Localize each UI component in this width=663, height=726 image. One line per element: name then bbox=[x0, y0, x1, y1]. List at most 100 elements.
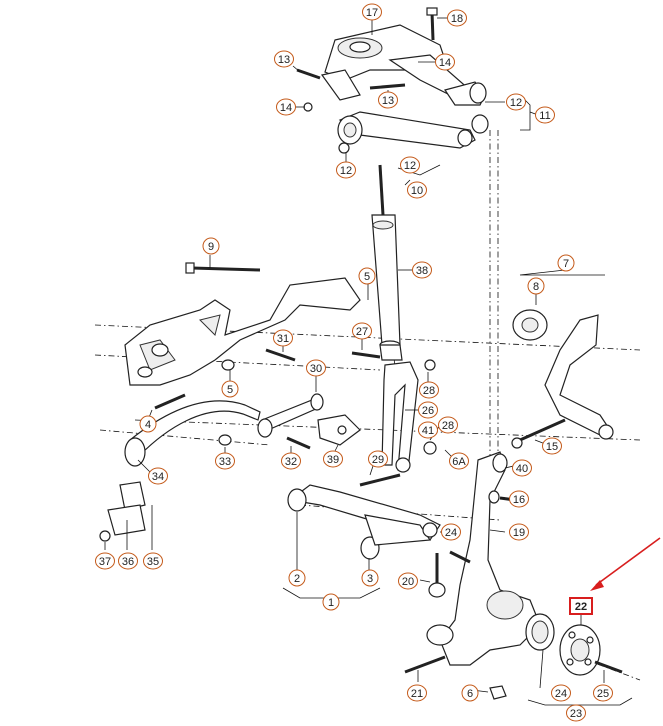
callout-number: 25 bbox=[597, 688, 609, 700]
callout-number: 37 bbox=[99, 556, 111, 568]
shock-absorber bbox=[371, 164, 403, 361]
callout-number: 34 bbox=[152, 471, 164, 483]
callout-35: 35 bbox=[143, 552, 163, 570]
callout-25: 25 bbox=[593, 684, 613, 702]
callout-badge bbox=[322, 593, 340, 611]
callout-badge bbox=[557, 254, 575, 272]
callout-badge bbox=[449, 452, 469, 470]
callout-badge bbox=[368, 450, 388, 468]
wheel-bearing-housing bbox=[426, 451, 541, 666]
callout-badge bbox=[438, 416, 458, 434]
callout-34: 34 bbox=[148, 467, 168, 485]
callout-badge bbox=[461, 684, 479, 702]
callout-number: 16 bbox=[513, 494, 525, 506]
callout-17: 17 bbox=[362, 3, 382, 21]
callout-badge bbox=[378, 91, 398, 109]
callout-number: 17 bbox=[366, 7, 378, 19]
callout-14a: 14 bbox=[435, 53, 455, 71]
callout-badge bbox=[118, 552, 138, 570]
callout-20: 20 bbox=[398, 572, 418, 590]
callout-number: 27 bbox=[356, 326, 368, 338]
callout-number: 19 bbox=[513, 527, 525, 539]
callout-12c: 12 bbox=[400, 156, 420, 174]
callout-number: 12 bbox=[340, 165, 352, 177]
upper-control-arms bbox=[337, 81, 489, 154]
callout-18: 18 bbox=[447, 9, 467, 27]
callout-number: 40 bbox=[516, 463, 528, 475]
callout-number: 38 bbox=[416, 265, 428, 277]
callout-14b: 14 bbox=[276, 98, 296, 116]
callout-number: 14 bbox=[280, 102, 292, 114]
callout-badge bbox=[418, 421, 438, 439]
anti-roll-bar bbox=[107, 400, 261, 536]
callout-number: 12 bbox=[510, 97, 522, 109]
callout-number: 31 bbox=[277, 333, 289, 345]
callout-badge bbox=[418, 401, 438, 419]
callout-badge bbox=[323, 450, 343, 468]
highlight-arrow bbox=[590, 537, 661, 591]
callout-badge bbox=[288, 569, 306, 587]
callout-number: 7 bbox=[563, 258, 569, 270]
callout-number: 36 bbox=[122, 556, 134, 568]
callout-number: 29 bbox=[372, 454, 384, 466]
callout-number: 2 bbox=[294, 573, 300, 585]
coupling-rod bbox=[257, 393, 361, 446]
callout-9: 9 bbox=[202, 237, 220, 255]
callout-badge bbox=[441, 523, 461, 541]
callout-24b: 24 bbox=[551, 684, 571, 702]
callout-badge bbox=[143, 552, 163, 570]
callout-badge bbox=[447, 9, 467, 27]
callout-badge bbox=[506, 93, 526, 111]
callout-6a: 6A bbox=[449, 452, 469, 470]
callout-number: 6 bbox=[467, 688, 473, 700]
callout-28b: 28 bbox=[438, 416, 458, 434]
callout-number: 24 bbox=[555, 688, 567, 700]
callout-badge bbox=[593, 684, 613, 702]
wheel-hub bbox=[525, 613, 601, 676]
callout-12b: 12 bbox=[336, 161, 356, 179]
callout-badge bbox=[273, 329, 293, 347]
callout-badge bbox=[306, 359, 326, 377]
callout-badge bbox=[569, 597, 593, 615]
callout-number: 6A bbox=[452, 456, 466, 468]
callout-badge bbox=[407, 181, 427, 199]
callout-number: 13 bbox=[278, 54, 290, 66]
callout-number: 13 bbox=[382, 95, 394, 107]
strut-fork bbox=[381, 361, 419, 473]
callout-number: 30 bbox=[310, 363, 322, 375]
callout-number: 3 bbox=[367, 573, 373, 585]
callout-badge bbox=[95, 552, 115, 570]
callout-6: 6 bbox=[461, 684, 479, 702]
callout-32: 32 bbox=[281, 452, 301, 470]
callout-number: 21 bbox=[411, 688, 423, 700]
callout-5a: 5 bbox=[358, 267, 376, 285]
lower-control-arm bbox=[287, 484, 441, 560]
callout-28a: 28 bbox=[419, 381, 439, 399]
callout-badge bbox=[336, 161, 356, 179]
callout-number: 11 bbox=[539, 110, 550, 122]
callout-badge bbox=[527, 277, 545, 295]
callout-number: 24 bbox=[445, 527, 457, 539]
callout-number: 5 bbox=[364, 271, 370, 283]
callout-36: 36 bbox=[118, 552, 138, 570]
callout-badge bbox=[139, 415, 157, 433]
callout-number: 15 bbox=[546, 441, 558, 453]
callout-badge bbox=[362, 3, 382, 21]
callout-badge bbox=[566, 704, 586, 722]
callout-8: 8 bbox=[527, 277, 545, 295]
callout-3: 3 bbox=[361, 569, 379, 587]
callout-number: 26 bbox=[422, 405, 434, 417]
callout-12a: 12 bbox=[506, 93, 526, 111]
callout-30: 30 bbox=[306, 359, 326, 377]
callout-badge bbox=[361, 569, 379, 587]
callout-38: 38 bbox=[412, 261, 432, 279]
callout-2: 2 bbox=[288, 569, 306, 587]
callout-number: 35 bbox=[147, 556, 159, 568]
callout-badge bbox=[276, 98, 296, 116]
callout-5b: 5 bbox=[221, 380, 239, 398]
callout-23: 23 bbox=[566, 704, 586, 722]
callout-number: 4 bbox=[145, 419, 151, 431]
callout-13b: 13 bbox=[378, 91, 398, 109]
